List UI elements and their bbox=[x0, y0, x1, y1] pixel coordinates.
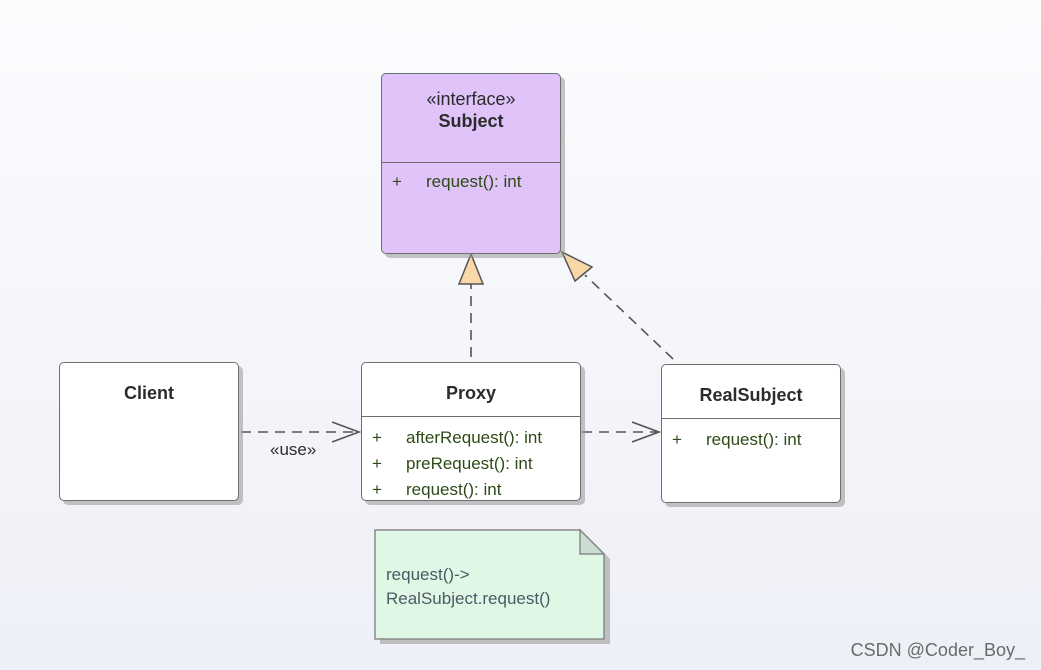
visibility-marker: + bbox=[372, 428, 382, 447]
realsubject-operation: + request(): int bbox=[662, 427, 840, 453]
visibility-marker: + bbox=[372, 454, 382, 473]
client-header: Client bbox=[60, 363, 238, 404]
proxy-realsubject-dependency-arrowhead bbox=[631, 421, 662, 443]
operation-signature: request(): int bbox=[406, 480, 502, 499]
subject-name: Subject bbox=[438, 111, 504, 131]
realsubject-header: RealSubject bbox=[662, 365, 840, 418]
note-line: request()-> bbox=[386, 565, 470, 584]
proxy-class-box[interactable]: Proxy + afterRequest(): int + preRequest… bbox=[361, 362, 581, 501]
realsubject-operations: + request(): int bbox=[662, 418, 840, 453]
visibility-marker: + bbox=[672, 430, 682, 449]
operation-signature: request(): int bbox=[426, 172, 522, 191]
realsubject-class-box[interactable]: RealSubject + request(): int bbox=[661, 364, 841, 503]
proxy-operation: + request(): int bbox=[362, 477, 580, 500]
subject-operations: + request(): int bbox=[382, 162, 560, 195]
proxy-name: Proxy bbox=[445, 383, 497, 403]
operation-signature: afterRequest(): int bbox=[406, 428, 543, 447]
visibility-marker: + bbox=[392, 172, 402, 191]
client-class-box[interactable]: Client bbox=[59, 362, 239, 501]
subject-header: «interface» Subject bbox=[382, 88, 560, 162]
proxy-header: Proxy bbox=[362, 363, 580, 416]
realsubject-realization-line bbox=[584, 274, 674, 360]
proxy-operation: + preRequest(): int bbox=[362, 451, 580, 477]
proxy-operation: + afterRequest(): int bbox=[362, 425, 580, 451]
note-line: RealSubject.request() bbox=[386, 589, 551, 608]
note-body bbox=[374, 529, 605, 640]
subject-stereotype: «interface» bbox=[426, 89, 516, 109]
visibility-marker: + bbox=[372, 480, 382, 499]
use-dependency-label: «use» bbox=[270, 440, 317, 459]
client-name: Client bbox=[123, 383, 174, 403]
subject-operation: + request(): int bbox=[382, 169, 560, 195]
use-dependency-arrowhead bbox=[331, 421, 362, 443]
operation-signature: preRequest(): int bbox=[406, 454, 533, 473]
realsubject-realization-arrowhead bbox=[560, 250, 594, 283]
operation-signature: request(): int bbox=[706, 430, 802, 449]
proxy-operations: + afterRequest(): int + preRequest(): in… bbox=[362, 416, 580, 500]
watermark: CSDN @Coder_Boy_ bbox=[850, 640, 1025, 660]
note-box[interactable] bbox=[372, 527, 612, 647]
subject-interface-box[interactable]: «interface» Subject + request(): int bbox=[381, 73, 561, 254]
note-folded-corner bbox=[579, 528, 606, 555]
realsubject-name: RealSubject bbox=[699, 385, 803, 405]
note-text: request()-> RealSubject.request() bbox=[386, 563, 550, 611]
proxy-realization-arrowhead bbox=[457, 251, 485, 285]
